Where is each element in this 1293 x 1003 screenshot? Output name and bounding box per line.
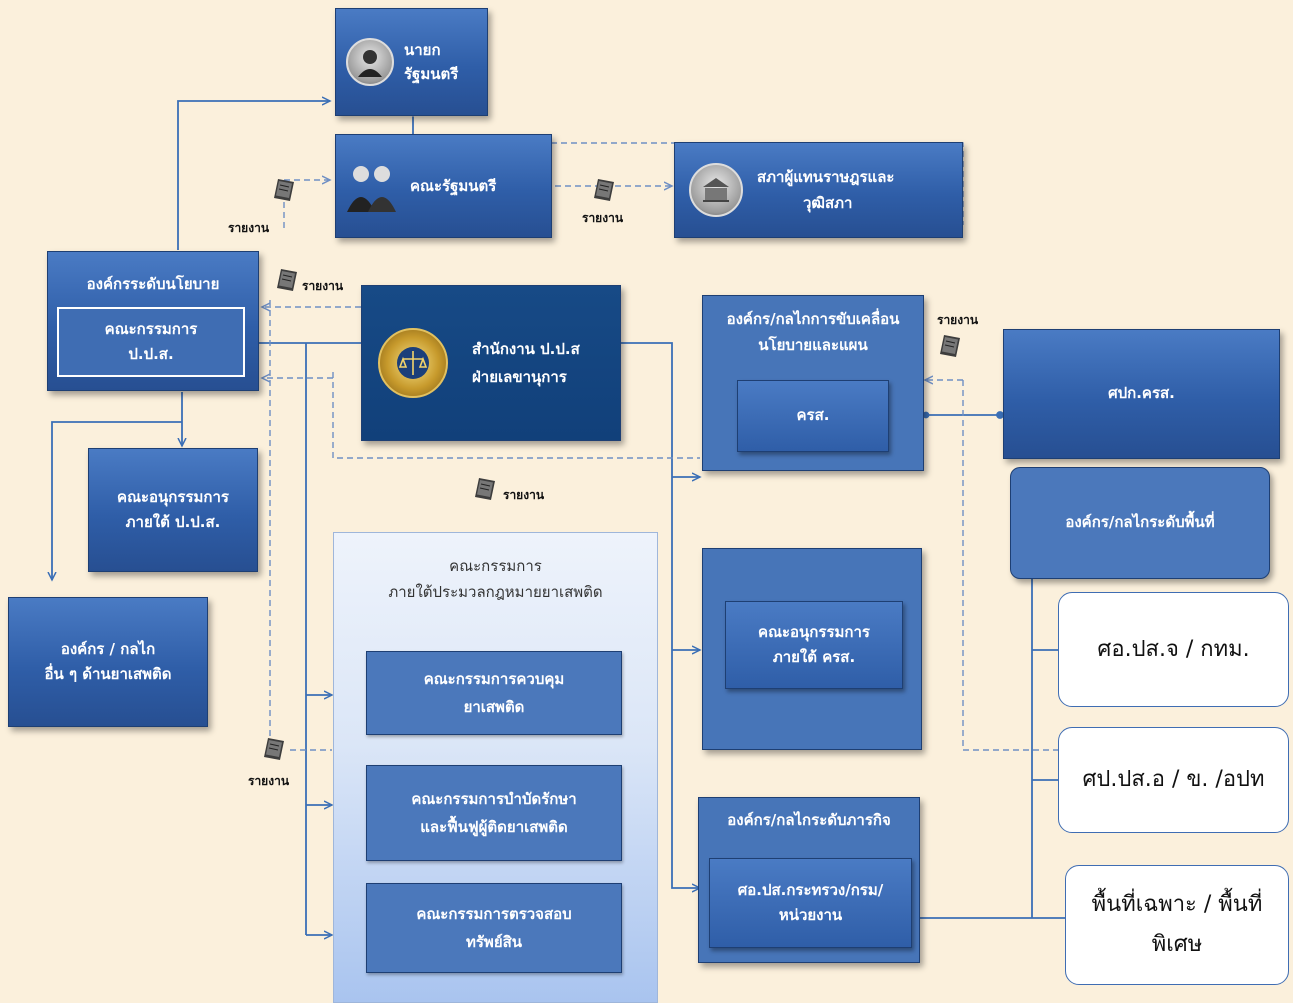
narcotics-control-line-2: ยาเสพติด — [463, 698, 525, 716]
rehabilitation-line-1: คณะกรรมการบำบัดรักษา — [411, 789, 577, 808]
report-label: รายงาน — [228, 221, 270, 235]
ministry-line-2: หน่วยงาน — [778, 906, 843, 924]
cabinet-label: คณะรัฐมนตรี — [410, 177, 497, 195]
ppss-sub-committee-line-1: คณะอนุกรรมการ — [117, 487, 229, 506]
krs-sub-container: คณะอนุกรรมการ ภายใต้ ครส. — [702, 548, 922, 750]
report-book-icon — [473, 476, 497, 502]
cabinet-box: คณะรัฐมนตรี — [335, 134, 552, 238]
parliament-box: สภาผู้แทนราษฎรและ วุฒิสภา — [674, 142, 963, 238]
office-label-1: สำนักงาน ป.ป.ส — [472, 339, 580, 358]
krs-sub-committee-box: คณะอนุกรรมการ ภายใต้ ครส. — [725, 601, 903, 689]
law-committees-panel: คณะกรรมการ ภายใต้ประมวลกฎหมายยาเสพติด คณ… — [333, 532, 658, 1003]
asset-inspection-committee: คณะกรรมการตรวจสอบ ทรัพย์สิน — [366, 883, 622, 973]
asset-inspection-line-1: คณะกรรมการตรวจสอบ — [416, 904, 572, 923]
drive-org-box: องค์กร/กลไกการขับเคลื่อน นโยบายและแผน คร… — [702, 295, 924, 471]
other-orgs-box: องค์กร / กลไก อื่น ๆ ด้านยาเสพติด — [8, 597, 208, 727]
krs-sub-committee-line-2: ภายใต้ ครส. — [772, 648, 856, 666]
report-label: รายงาน — [582, 211, 624, 225]
report-book-icon — [592, 177, 616, 203]
policy-org-box: องค์กรระดับนโยบาย คณะกรรมการ ป.ป.ส. — [47, 251, 259, 391]
parliament-label-2: วุฒิสภา — [803, 194, 853, 212]
law-panel-title-2: ภายใต้ประมวลกฎหมายยาเสพติด — [388, 583, 603, 602]
ppss-sub-committee-line-2: ภายใต้ ป.ป.ส. — [125, 513, 221, 531]
report-book-icon — [938, 333, 962, 359]
parliament-label-1: สภาผู้แทนราษฎรและ — [757, 167, 895, 186]
mission-org-title: องค์กร/กลไกระดับภารกิจ — [727, 811, 891, 829]
drive-org-title-1: องค์กร/กลไกการขับเคลื่อน — [726, 310, 900, 328]
spk-krs-box: ศปก.ครส. — [1003, 329, 1280, 459]
krs-sub-committee-line-1: คณะอนุกรรมการ — [758, 622, 870, 641]
area-item-special: พื้นที่เฉพาะ / พื้นที่พิเศษ — [1065, 865, 1289, 985]
krs-label: ครส. — [796, 406, 830, 425]
ppss-committee-line-2: ป.ป.ส. — [128, 345, 174, 363]
drive-org-title: องค์กร/กลไกการขับเคลื่อน นโยบายและแผน — [703, 306, 923, 359]
office-emblem-icon — [378, 328, 448, 398]
spk-krs-label: ศปก.ครส. — [1108, 384, 1175, 403]
krs-box: ครส. — [737, 380, 889, 452]
report-book-icon — [275, 267, 299, 293]
area-item-district-label: ศป.ปส.อ / ข. /อปท — [1082, 767, 1265, 793]
report-label: รายงาน — [302, 279, 344, 293]
rehabilitation-line-2: และฟื้นฟูผู้ติดยาเสพติด — [420, 818, 568, 836]
rehabilitation-committee: คณะกรรมการบำบัดรักษา และฟื้นฟูผู้ติดยาเส… — [366, 765, 622, 861]
asset-inspection-line-2: ทรัพย์สิน — [465, 933, 523, 951]
portrait-icon — [346, 38, 394, 86]
office-box: สำนักงาน ป.ป.ส ฝ่ายเลขานุการ — [361, 285, 621, 441]
report-label: รายงาน — [503, 488, 545, 502]
ministry-box: ศอ.ปส.กระทรวง/กรม/ หน่วยงาน — [709, 858, 912, 948]
area-item-province-label: ศอ.ปส.จ / กทม. — [1097, 636, 1250, 662]
other-orgs-line-1: องค์กร / กลไก — [60, 639, 156, 658]
prime-minister-label: นายกรัฐมนตรี — [404, 41, 459, 83]
cabinet-people-icon — [344, 158, 400, 214]
narcotics-control-line-1: คณะกรรมการควบคุม — [423, 669, 565, 688]
area-item-district: ศป.ปส.อ / ข. /อปท — [1058, 727, 1289, 833]
area-org-box: องค์กร/กลไกระดับพื้นที่ — [1010, 467, 1270, 579]
report-book-icon — [272, 177, 296, 203]
report-label: รายงาน — [937, 313, 979, 327]
ministry-line-1: ศอ.ปส.กระทรวง/กรม/ — [737, 880, 884, 899]
report-label: รายงาน — [248, 774, 290, 788]
drive-org-title-2: นโยบายและแผน — [758, 336, 868, 355]
ppss-sub-committee-box: คณะอนุกรรมการ ภายใต้ ป.ป.ส. — [88, 448, 258, 572]
other-orgs-line-2: อื่น ๆ ด้านยาเสพติด — [44, 665, 172, 683]
law-panel-title-1: คณะกรรมการ — [449, 557, 542, 575]
report-book-icon — [262, 736, 286, 762]
law-panel-title: คณะกรรมการ ภายใต้ประมวลกฎหมายยาเสพติด — [334, 553, 657, 606]
ppss-committee-line-1: คณะกรรมการ — [104, 319, 198, 338]
parliament-building-icon — [689, 163, 743, 217]
ppss-committee-box: คณะกรรมการ ป.ป.ส. — [57, 307, 245, 377]
area-item-province: ศอ.ปส.จ / กทม. — [1058, 592, 1289, 707]
narcotics-control-committee: คณะกรรมการควบคุม ยาเสพติด — [366, 651, 622, 735]
area-org-label: องค์กร/กลไกระดับพื้นที่ — [1065, 513, 1215, 532]
area-item-special-label: พื้นที่เฉพาะ / พื้นที่พิเศษ — [1091, 892, 1263, 957]
office-label-2: ฝ่ายเลขานุการ — [472, 368, 567, 386]
policy-org-title: องค์กรระดับนโยบาย — [86, 275, 220, 293]
prime-minister-box: นายกรัฐมนตรี — [335, 8, 488, 116]
mission-org-box: องค์กร/กลไกระดับภารกิจ ศอ.ปส.กระทรวง/กรม… — [698, 797, 920, 963]
